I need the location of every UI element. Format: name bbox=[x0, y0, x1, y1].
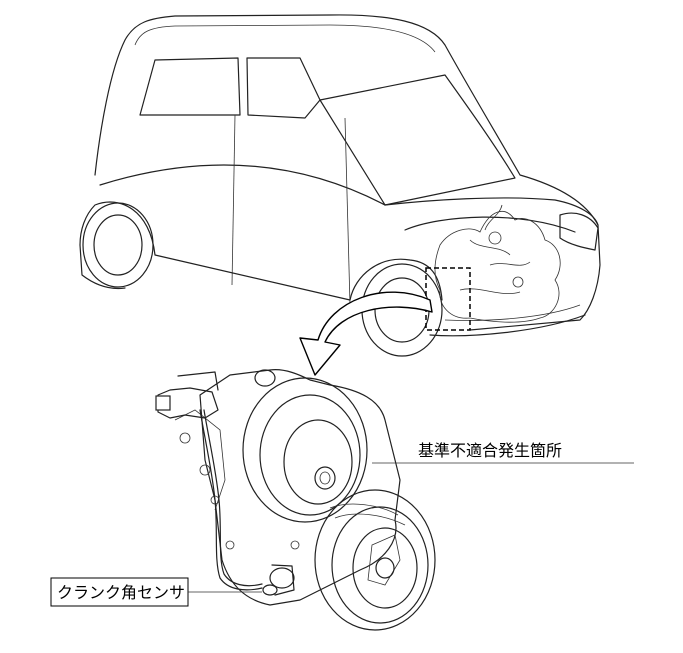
crank-sensor-callout: クランク角センサ bbox=[50, 577, 262, 607]
crank-sensor-label: クランク角センサ bbox=[57, 583, 185, 602]
defect-location-label: 基準不適合発生箇所 bbox=[418, 441, 562, 460]
defect-location-callout: 基準不適合発生箇所 bbox=[372, 441, 634, 464]
car-illustration bbox=[79, 14, 601, 357]
callout-arrow bbox=[299, 291, 433, 376]
engine-detail bbox=[174, 369, 436, 631]
crank-angle-sensor bbox=[155, 371, 295, 596]
